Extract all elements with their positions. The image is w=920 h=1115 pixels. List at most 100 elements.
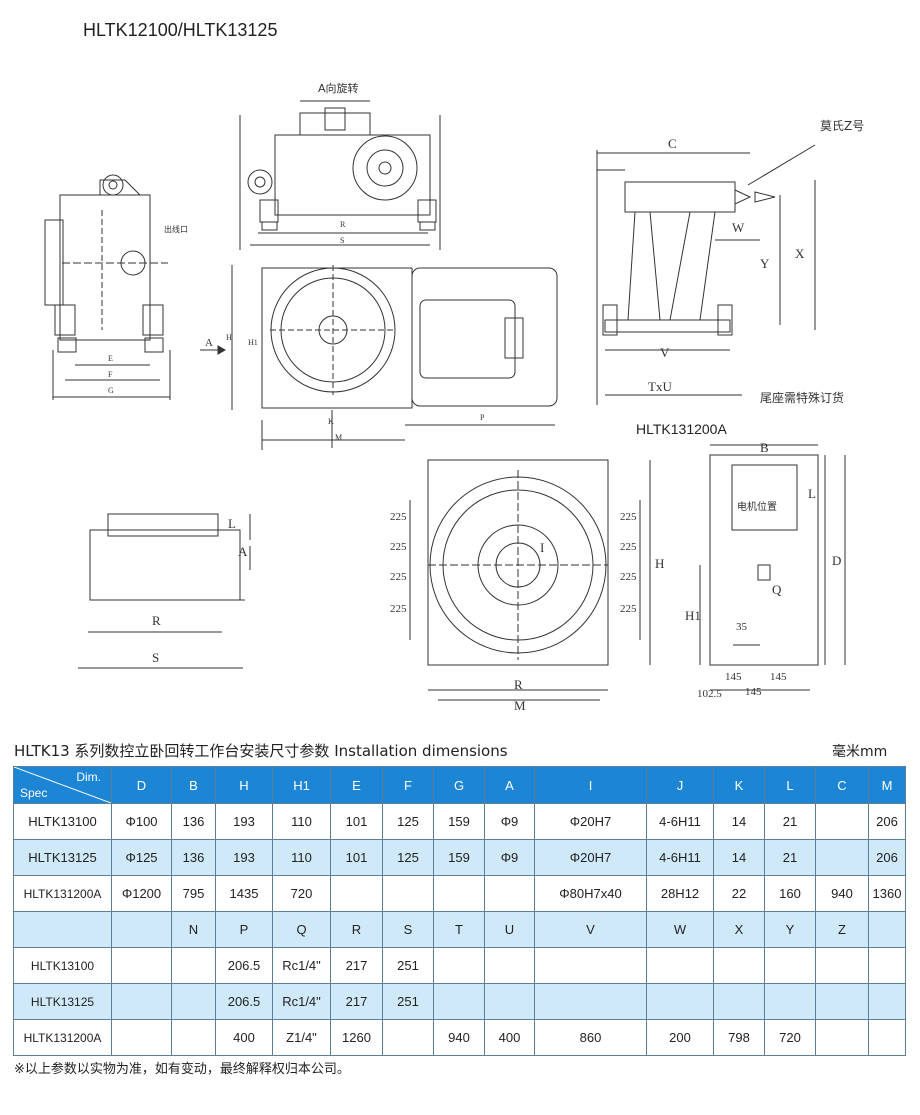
table-cell: 206.5 [215,947,273,984]
col-header-2: V [534,911,647,948]
table-cell: 217 [330,947,383,984]
table-cell: 136 [171,839,216,876]
table-cell [433,983,485,1020]
table-header-row: Dim. Spec D B H H1 E F G A I J K L C M [13,766,906,804]
table-cell: 940 [433,1019,485,1056]
row-spec: HLTK131200A [13,875,112,912]
table-row: HLTK13100 206.5 Rc1/4" 217 251 [13,947,906,984]
table-cell [330,875,383,912]
dim-P: P [480,413,485,422]
dim-H1: H1 [248,338,258,347]
table-cell: 795 [171,875,216,912]
dim-E: E [108,354,113,363]
large-table-view [409,459,651,701]
table-cell: Φ125 [111,839,172,876]
dim-225-e: 225 [620,511,637,523]
table-cell: 160 [764,875,816,912]
table-cell [484,947,535,984]
dim-R-large: R [514,677,523,692]
dim-I: I [540,540,544,555]
label-morse: 莫氏Z号 [820,119,864,133]
dim-A-arrow: A [205,337,213,349]
table-cell [382,1019,434,1056]
side-view-left [44,174,171,400]
dim-225-c: 225 [390,571,407,583]
table-cell: Φ9 [484,839,535,876]
dim-TxU: TxU [648,379,672,394]
col-header: G [433,766,485,804]
table-cell [868,1019,906,1056]
table-unit: 毫米mm [832,744,888,760]
col-header: D [111,766,172,804]
table-cell [815,947,869,984]
dim-Q: Q [772,582,782,597]
table-cell: 14 [713,803,765,840]
col-header: B [171,766,216,804]
table-cell: 206 [868,803,906,840]
table-cell: 193 [215,803,273,840]
dim-H: H [226,333,232,342]
dim-S-top: S [340,236,344,245]
dim-V: V [660,345,670,360]
table-cell: 251 [382,947,434,984]
table-cell: 101 [330,839,383,876]
header-corner: Dim. Spec [13,766,112,804]
col-header-2: R [330,911,383,948]
table-cell: 4-6H11 [646,803,714,840]
col-header: H [215,766,273,804]
table-cell [534,947,647,984]
dim-C: C [668,136,677,151]
table-cell [484,875,535,912]
col-header: I [534,766,647,804]
table-cell: 206 [868,839,906,876]
col-header: L [764,766,816,804]
corner-diagonal [14,767,111,803]
table-cell: 720 [272,875,331,912]
spec-table: Dim. Spec D B H H1 E F G A I J K L C M H… [13,766,906,1056]
table-cell: 193 [215,839,273,876]
label-motor-pos: 电机位置 [737,500,777,513]
table-row: HLTK13125 206.5 Rc1/4" 217 251 [13,983,906,1020]
dim-A-bottom: A [238,544,248,559]
page-title: HLTK12100/HLTK13125 [83,20,278,40]
table-cell: 251 [382,983,434,1020]
col-header-2: T [433,911,485,948]
table-row: HLTK13100 Φ100 136 193 110 101 125 159 Φ… [13,803,906,840]
row-spec: HLTK13125 [13,983,112,1020]
table-cell: 4-6H11 [646,839,714,876]
table-cell: 110 [272,803,331,840]
dim-F: F [108,370,113,379]
table-cell: 159 [433,839,485,876]
table-cell [713,947,765,984]
dim-R-top: R [340,220,346,229]
dim-S-bottom: S [152,650,159,665]
table-cell: Φ80H7x40 [534,875,647,912]
table-row: HLTK131200A 400 Z1/4" 1260 940 400 860 2… [13,1019,906,1056]
footnote: ※以上参数以实物为准，如有变动，最终解释权归本公司。 [14,1062,350,1077]
col-header-2: Q [272,911,331,948]
col-header: A [484,766,535,804]
table-cell: 159 [433,803,485,840]
table-cell [171,983,216,1020]
dim-H1-1200a: H1 [685,608,701,623]
dim-B: B [760,440,769,455]
table-cell: 110 [272,839,331,876]
table-cell [534,983,647,1020]
table-cell [868,947,906,984]
table-cell [815,839,869,876]
dim-225-f: 225 [620,541,637,553]
table-cell: 101 [330,803,383,840]
table-cell [382,875,434,912]
table-cell [111,983,172,1020]
col-header-2: N [171,911,216,948]
table-cell: 22 [713,875,765,912]
table-cell: 200 [646,1019,714,1056]
dim-M-large: M [514,698,526,713]
table-cell: Φ20H7 [534,839,647,876]
table-cell: Z1/4" [272,1019,331,1056]
table-cell [815,1019,869,1056]
table-row: HLTK13125 Φ125 136 193 110 101 125 159 Φ… [13,839,906,876]
table-cell: 21 [764,803,816,840]
col-header-2: Y [764,911,816,948]
table-cell: Rc1/4" [272,983,331,1020]
